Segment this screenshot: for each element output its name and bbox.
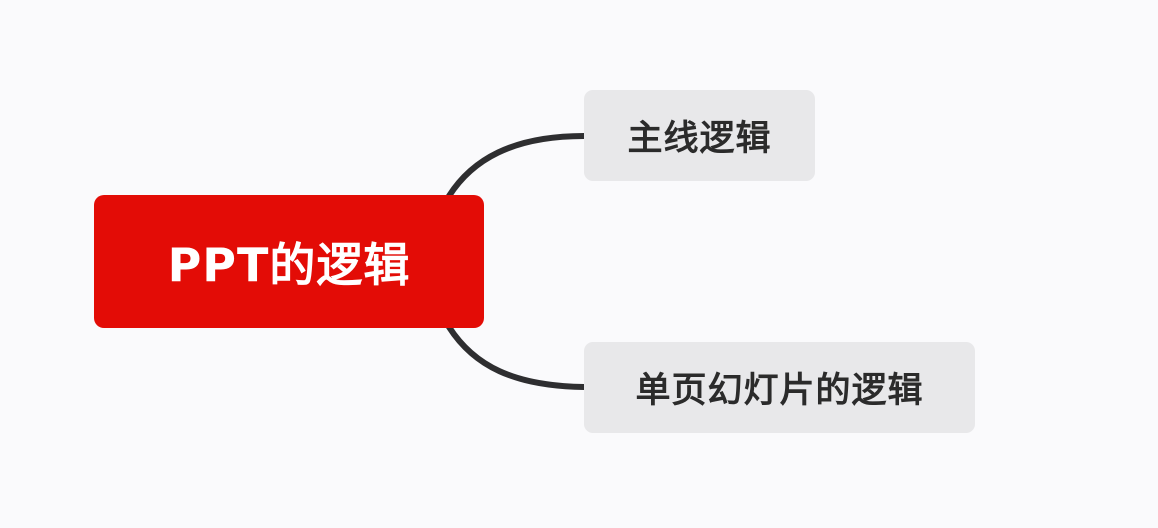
child-node-single-slide-logic[interactable]: 单页幻灯片的逻辑 xyxy=(584,342,975,433)
child-node-label: 单页幻灯片的逻辑 xyxy=(635,371,924,411)
child-node-label: 主线逻辑 xyxy=(627,119,772,159)
connector-root-to-single-slide-logic xyxy=(446,324,587,390)
child-node-main-logic[interactable]: 主线逻辑 xyxy=(584,90,815,181)
connector-root-to-main-logic xyxy=(446,133,587,199)
root-node[interactable]: PPT的逻辑 xyxy=(94,195,484,328)
root-node-label: PPT的逻辑 xyxy=(167,237,411,292)
